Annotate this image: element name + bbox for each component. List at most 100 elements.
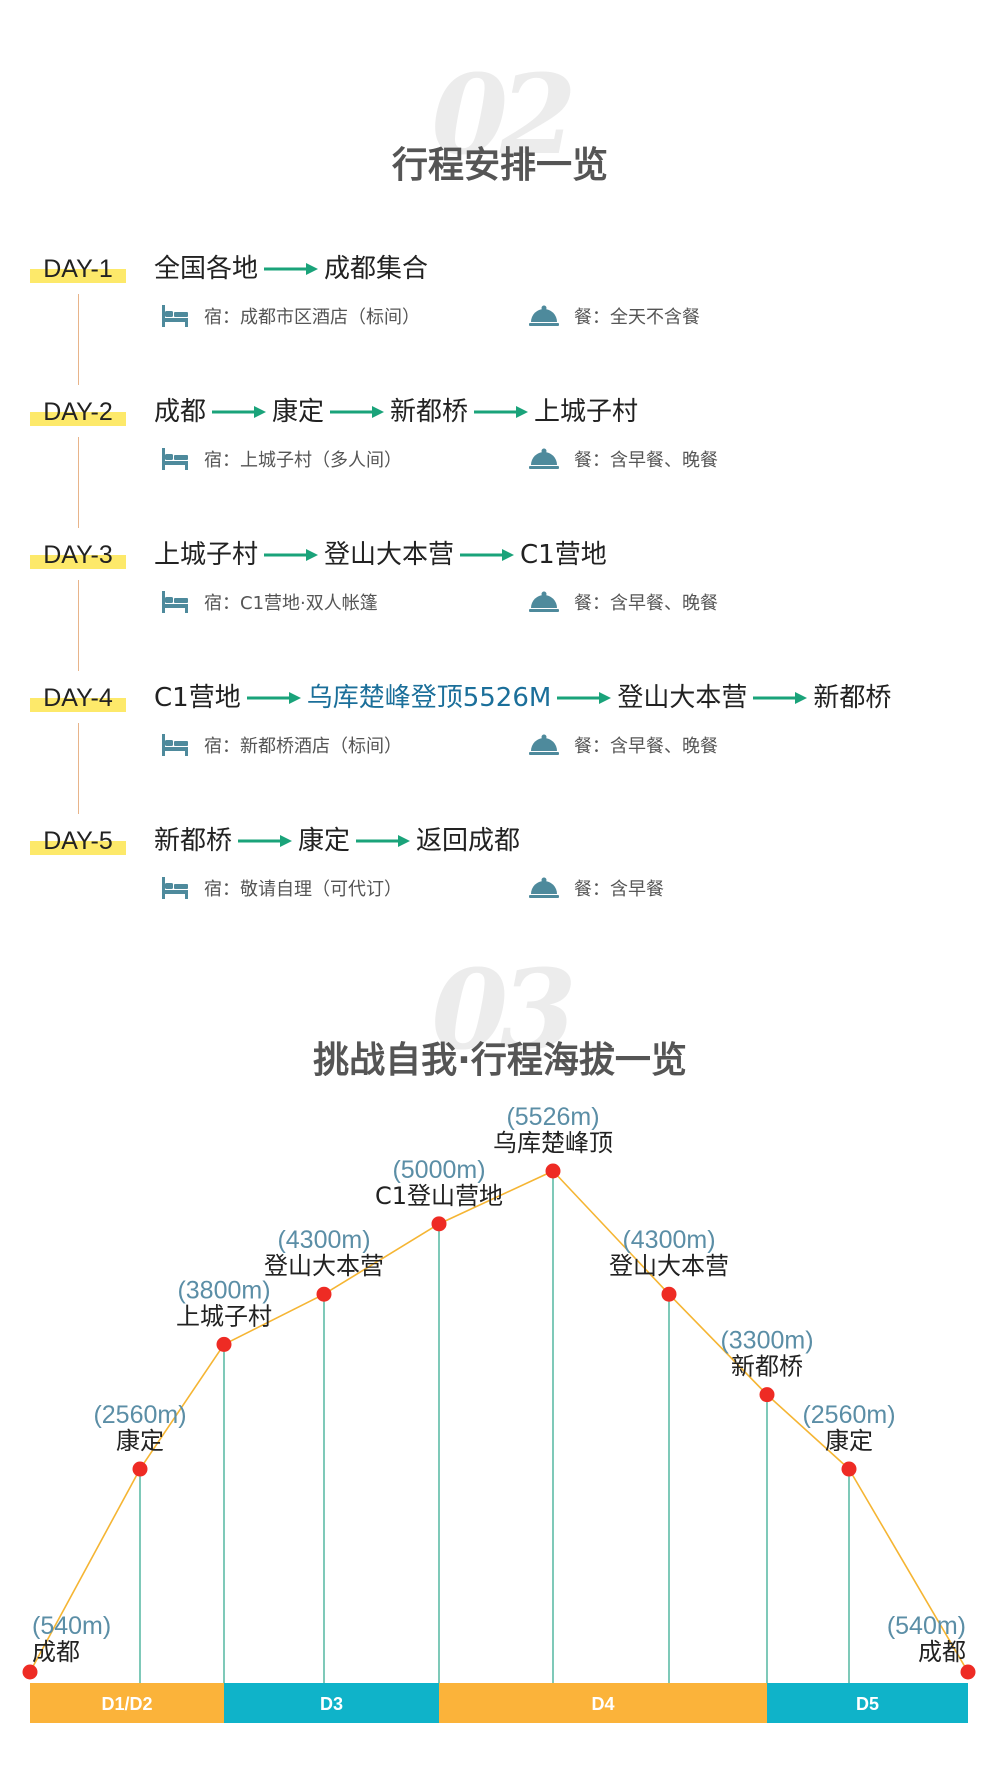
day-row: DAY-5 新都桥 康定 返回成都宿：敬请自理（可代订） 餐：含早餐 [0, 820, 1000, 930]
place-label: C1登山营地 [375, 1182, 503, 1210]
route-stop: 新都桥 [813, 683, 892, 713]
elevation-label: (5526m) [506, 1103, 599, 1131]
day-tag-label: DAY-4 [43, 684, 113, 712]
route-stop: 成都 [154, 397, 207, 427]
day-tag-highlight [30, 412, 126, 426]
section-title-altitude: 挑战自我·行程海拔一览 [313, 1040, 687, 1081]
stay-info: 宿：C1营地·双人帐篷 [160, 584, 378, 620]
arrow-right-icon [264, 261, 319, 277]
section-number-02: 02 [431, 50, 576, 179]
altitude-point [316, 1286, 332, 1302]
route-stop: 新都桥 [390, 397, 469, 427]
altitude-point [960, 1664, 976, 1680]
bed-icon [160, 446, 204, 472]
elevation-label: (2560m) [93, 1401, 186, 1429]
arrow-right-icon [356, 833, 411, 849]
day-tag: DAY-5 [30, 820, 126, 862]
stay-label: 宿：成都市区酒店（标间） [204, 307, 420, 328]
cloche-icon [528, 303, 574, 329]
day-band [439, 1683, 767, 1723]
day-tag-label: DAY-5 [43, 827, 113, 855]
route-stop: 上城子村 [154, 540, 259, 570]
route-stop: 登山大本营 [617, 683, 748, 713]
arrow-right-icon [753, 690, 808, 706]
altitude-line-segment [848, 1468, 969, 1673]
place-label: 上城子村 [176, 1302, 272, 1330]
day-band-label: D1/D2 [101, 1694, 152, 1714]
route-stop: 康定 [298, 826, 351, 856]
place-label: 乌库楚峰顶 [493, 1129, 613, 1157]
altitude-point [22, 1664, 38, 1680]
day-band-label: D4 [591, 1694, 614, 1714]
altitude-point [545, 1163, 561, 1179]
day-band [224, 1683, 439, 1723]
meal-label: 餐：含早餐、晚餐 [574, 593, 718, 614]
altitude-line-segment [223, 1293, 325, 1346]
place-label: 成都 [32, 1638, 80, 1666]
elevation-label: (2560m) [802, 1401, 895, 1429]
cloche-icon [528, 589, 574, 615]
route-stop: 返回成都 [416, 826, 521, 856]
route-stop: 成都集合 [324, 254, 429, 284]
altitude-point [431, 1216, 447, 1232]
bed-icon [160, 875, 204, 901]
cloche-icon [528, 446, 574, 472]
meal-info: 餐：含早餐、晚餐 [528, 584, 718, 620]
arrow-right-icon [557, 690, 612, 706]
arrow-right-icon [330, 404, 385, 420]
arrow-right-icon [460, 547, 515, 563]
place-label: 登山大本营 [609, 1252, 729, 1280]
day-tag-label: DAY-3 [43, 541, 113, 569]
stay-label: 宿：敬请自理（可代订） [204, 879, 402, 900]
stay-info: 宿：新都桥酒店（标间） [160, 727, 402, 763]
bed-icon [160, 732, 204, 758]
arrow-right-icon [474, 404, 529, 420]
place-label: 康定 [825, 1427, 873, 1455]
stay-label: 宿：上城子村（多人间） [204, 450, 402, 471]
place-label: 登山大本营 [264, 1252, 384, 1280]
day-band-label: D3 [320, 1694, 343, 1714]
bed-icon [160, 303, 204, 329]
day-tag: DAY-1 [30, 248, 126, 290]
stay-label: 宿：C1营地·双人帐篷 [204, 593, 378, 614]
altitude-point [661, 1286, 677, 1302]
altitude-line-segment [668, 1293, 768, 1396]
elevation-label: (540m) [887, 1612, 966, 1640]
route-stop: 登山大本营 [324, 540, 455, 570]
altitude-point [759, 1387, 775, 1403]
elevation-label: (5000m) [392, 1156, 485, 1184]
meal-info: 餐：含早餐、晚餐 [528, 727, 718, 763]
meal-info: 餐：含早餐、晚餐 [528, 441, 718, 477]
timeline-connector [78, 437, 79, 528]
arrow-right-icon [264, 547, 319, 563]
day-tag: DAY-3 [30, 534, 126, 576]
meal-label: 餐：全天不含餐 [574, 307, 700, 328]
altitude-line-segment [766, 1394, 850, 1470]
elevation-label: (4300m) [622, 1226, 715, 1254]
day-tag-label: DAY-1 [43, 255, 113, 283]
stay-info: 宿：敬请自理（可代订） [160, 870, 402, 906]
route-stop: 上城子村 [534, 397, 639, 427]
timeline-connector [78, 580, 79, 671]
meal-label: 餐：含早餐、晚餐 [574, 736, 718, 757]
stay-info: 宿：成都市区酒店（标间） [160, 298, 420, 334]
route-stop: 新都桥 [154, 826, 233, 856]
day-tag-label: DAY-2 [43, 398, 113, 426]
elevation-label: (3300m) [720, 1327, 813, 1355]
altitude-point [132, 1461, 148, 1477]
meal-label: 餐：含早餐 [574, 879, 664, 900]
day-route: 全国各地成都集合 [154, 248, 428, 290]
cloche-icon [528, 875, 574, 901]
place-label: 康定 [116, 1427, 164, 1455]
altitude-line-segment [438, 1170, 554, 1225]
elevation-label: (3800m) [177, 1276, 270, 1304]
altitude-line-segment [552, 1170, 670, 1295]
meal-label: 餐：含早餐、晚餐 [574, 450, 718, 471]
route-stop: C1营地 [154, 683, 241, 713]
timeline-connector [78, 723, 79, 814]
altitude-line-segment [323, 1223, 440, 1295]
altitude-line-segment [139, 1343, 225, 1470]
